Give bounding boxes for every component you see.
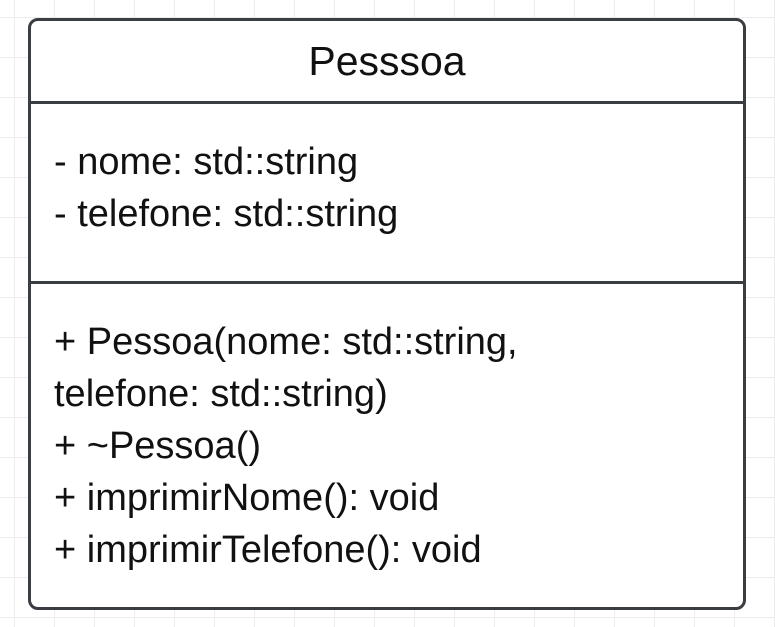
method-constructor-line-1: + Pessoa(nome: std::string,	[54, 321, 518, 363]
methods-compartment: + Pessoa(nome: std::string, telefone: st…	[31, 284, 743, 607]
method-imprimir-nome: + imprimirNome(): void	[54, 477, 440, 519]
attributes-compartment: - nome: std::string - telefone: std::str…	[31, 104, 743, 284]
method-constructor-line-2: telefone: std::string)	[54, 373, 388, 415]
attribute-nome: - nome: std::string	[54, 141, 359, 183]
class-name-compartment: Pesssoa	[31, 21, 743, 104]
class-name: Pesssoa	[308, 37, 466, 84]
method-destructor: + ~Pessoa()	[54, 425, 261, 467]
attribute-telefone: - telefone: std::string	[54, 193, 399, 235]
uml-class-box[interactable]: Pesssoa - nome: std::string - telefone: …	[28, 18, 746, 610]
method-imprimir-telefone: + imprimirTelefone(): void	[54, 529, 482, 571]
